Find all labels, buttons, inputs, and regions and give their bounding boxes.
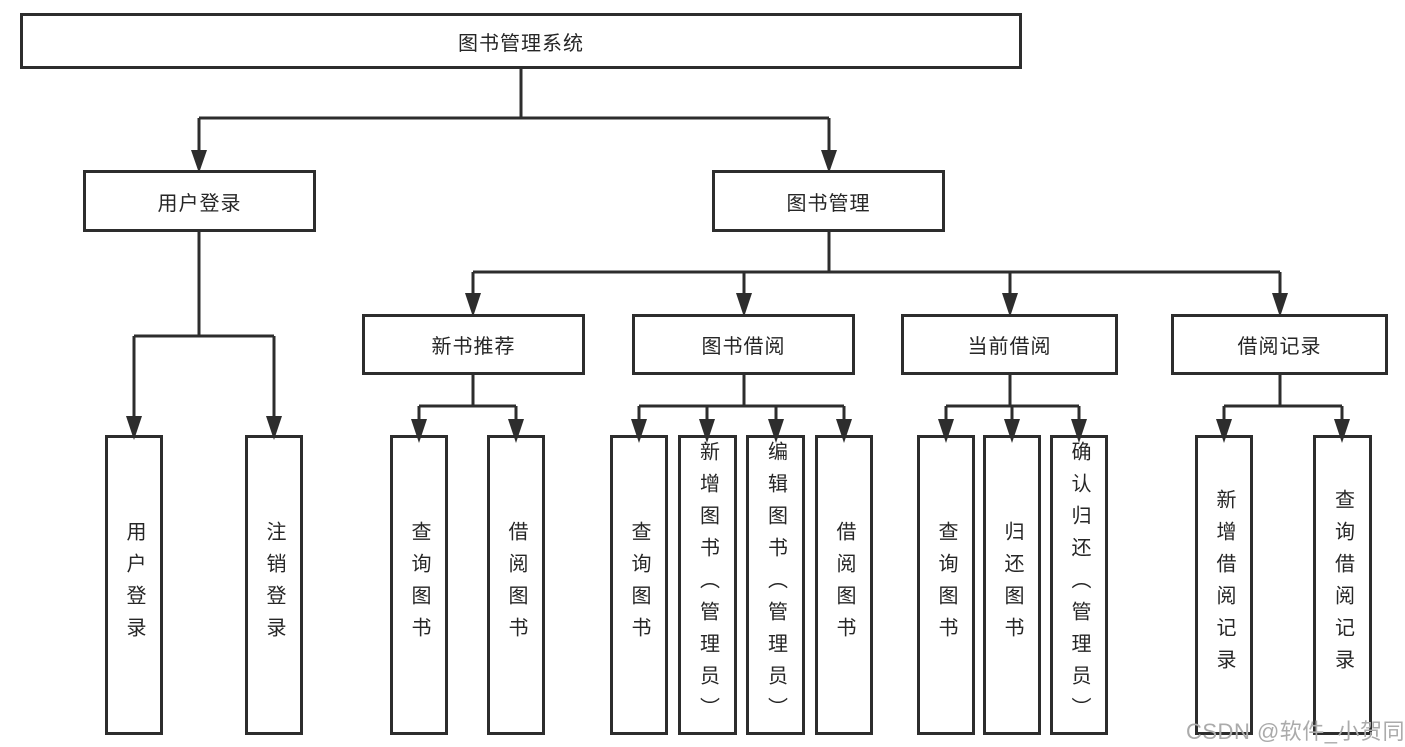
node-label: 图书管理 [786,192,871,215]
node-borrowing-records: 借阅记录 [1171,314,1388,375]
node-label: 新增图书（管理员） [696,441,719,729]
leaf-query-books-borrow: 查询图书 [610,435,668,735]
node-label: 新增借阅记录 [1213,489,1235,681]
connector-root-to-level2 [191,69,837,173]
node-current-borrowing: 当前借阅 [901,314,1118,375]
node-label: 查询图书 [408,521,430,649]
connector-newbook-to-leaves [411,375,524,443]
connector-current-to-leaves [938,375,1087,443]
leaf-query-books-current: 查询图书 [917,435,975,735]
leaf-query-books-newbook: 查询图书 [390,435,448,735]
leaf-borrow-books-borrow: 借阅图书 [815,435,873,735]
node-label: 编辑图书（管理员） [764,441,787,729]
node-user-login: 用户登录 [83,170,316,232]
leaf-return-books: 归还图书 [983,435,1041,735]
node-label: 查询图书 [628,521,650,649]
connector-borrow-to-leaves [631,375,852,443]
node-label: 新书推荐 [431,336,516,358]
leaf-add-book-admin: 新增图书（管理员） [678,435,737,735]
leaf-borrow-books-newbook: 借阅图书 [487,435,545,735]
node-library-management-system: 图书管理系统 [20,13,1022,69]
node-label: 图书管理系统 [458,32,584,55]
leaf-query-borrow-record: 查询借阅记录 [1313,435,1372,735]
node-label: 用户登录 [123,521,145,649]
node-label: 图书借阅 [701,336,786,358]
connector-bookmgmt-to-level3 [465,232,1288,317]
node-label: 当前借阅 [967,336,1052,358]
watermark: CSDN @软件_小贺同学 [1186,719,1405,744]
node-label: 确认归还（管理员） [1068,441,1090,729]
leaf-edit-book-admin: 编辑图书（管理员） [746,435,805,735]
connector-records-to-leaves [1216,375,1350,443]
node-book-borrowing: 图书借阅 [632,314,855,375]
leaf-add-borrow-record: 新增借阅记录 [1195,435,1253,735]
node-new-book-recommendation: 新书推荐 [362,314,585,375]
node-label: 借阅图书 [833,521,855,649]
node-label: 归还图书 [1001,521,1023,649]
leaf-user-login: 用户登录 [105,435,163,735]
leaf-confirm-return-admin: 确认归还（管理员） [1050,435,1108,735]
node-label: 查询图书 [935,521,957,649]
node-label: 查询借阅记录 [1331,489,1354,681]
node-label: 用户登录 [157,192,242,215]
node-book-management: 图书管理 [712,170,945,232]
leaf-logout: 注销登录 [245,435,303,735]
node-label: 注销登录 [263,521,285,649]
node-label: 借阅图书 [505,521,527,649]
node-label: 借阅记录 [1237,336,1322,358]
connector-userlogin-to-leaves [126,232,282,440]
